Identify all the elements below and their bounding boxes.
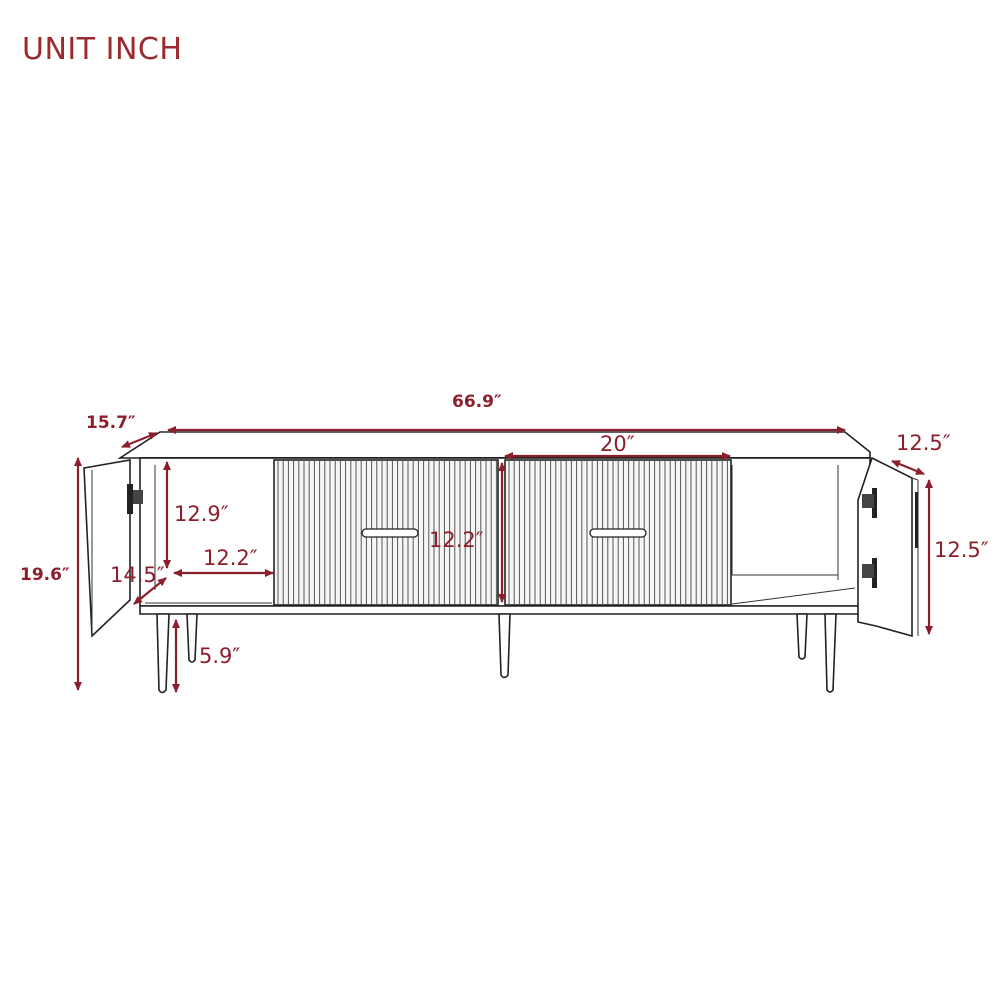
dim-leg-height: 5.9″ bbox=[199, 644, 240, 668]
unit-label: UNIT INCH bbox=[22, 32, 183, 67]
tabletop bbox=[117, 431, 871, 459]
dim-overall-height: 19.6″ bbox=[20, 565, 70, 585]
dim-overall-width: 66.9″ bbox=[452, 392, 502, 412]
dim-drawer-height: 12.2″ bbox=[429, 528, 484, 552]
drawer-left bbox=[273, 459, 499, 606]
drawer-handle-right bbox=[589, 528, 647, 538]
door-left bbox=[83, 459, 143, 638]
dim-drawer-width: 20″ bbox=[600, 432, 635, 456]
hinge-icon bbox=[862, 488, 877, 588]
dimension-lines bbox=[74, 426, 933, 693]
dim-door-width: 12.5″ bbox=[896, 431, 951, 455]
dim-cabinet-inner-width: 12.2″ bbox=[203, 546, 258, 570]
dim-overall-depth: 15.7″ bbox=[86, 413, 136, 433]
legs bbox=[156, 613, 837, 694]
dim-cabinet-inner-height: 12.9″ bbox=[174, 502, 229, 526]
hinge-icon bbox=[127, 484, 143, 514]
dim-cabinet-inner-depth: 14.5″ bbox=[110, 563, 165, 587]
drawer-handle-left bbox=[361, 528, 419, 538]
door-right bbox=[857, 456, 919, 638]
dim-door-height: 12.5″ bbox=[934, 538, 989, 562]
drawer-right bbox=[504, 459, 732, 606]
